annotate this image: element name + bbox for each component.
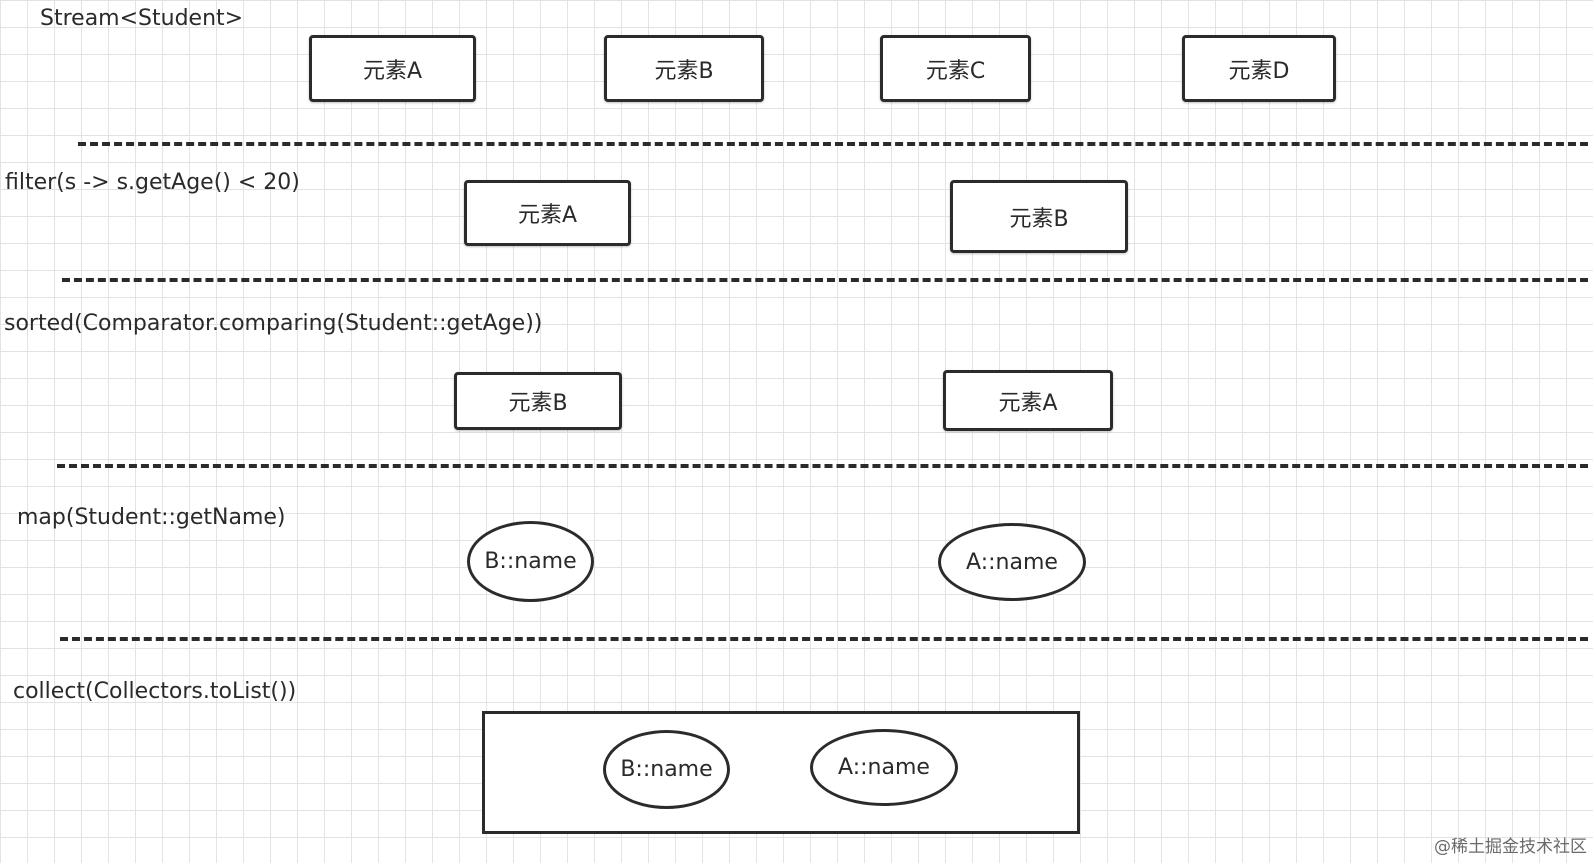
- stage-divider: [78, 142, 1588, 146]
- stage-divider: [62, 278, 1588, 282]
- result-list-container: [482, 711, 1080, 834]
- watermark-text: @稀土掘金技术社区: [1434, 837, 1587, 857]
- stage-label-stream: Stream<Student>: [40, 6, 244, 31]
- stage-divider: [60, 637, 1588, 641]
- map-name-a: A::name: [938, 523, 1086, 601]
- filter-element-a: 元素A: [464, 180, 631, 246]
- stage-divider: [57, 464, 1588, 468]
- list-name-a: A::name: [810, 729, 958, 806]
- sorted-element-a: 元素A: [943, 370, 1113, 431]
- stream-element-c: 元素C: [880, 35, 1031, 102]
- list-name-b: B::name: [603, 730, 730, 809]
- stream-element-d: 元素D: [1182, 35, 1336, 102]
- map-name-b: B::name: [467, 521, 594, 602]
- stage-label-collect: collect(Collectors.toList()): [13, 679, 297, 704]
- stage-label-sorted: sorted(Comparator.comparing(Student::get…: [4, 311, 543, 336]
- stage-label-filter: filter(s -> s.getAge() < 20): [5, 170, 300, 195]
- stage-label-map: map(Student::getName): [17, 505, 286, 530]
- filter-element-b: 元素B: [950, 180, 1128, 253]
- stream-element-a: 元素A: [309, 35, 476, 102]
- stream-element-b: 元素B: [604, 35, 764, 102]
- sorted-element-b: 元素B: [454, 372, 622, 430]
